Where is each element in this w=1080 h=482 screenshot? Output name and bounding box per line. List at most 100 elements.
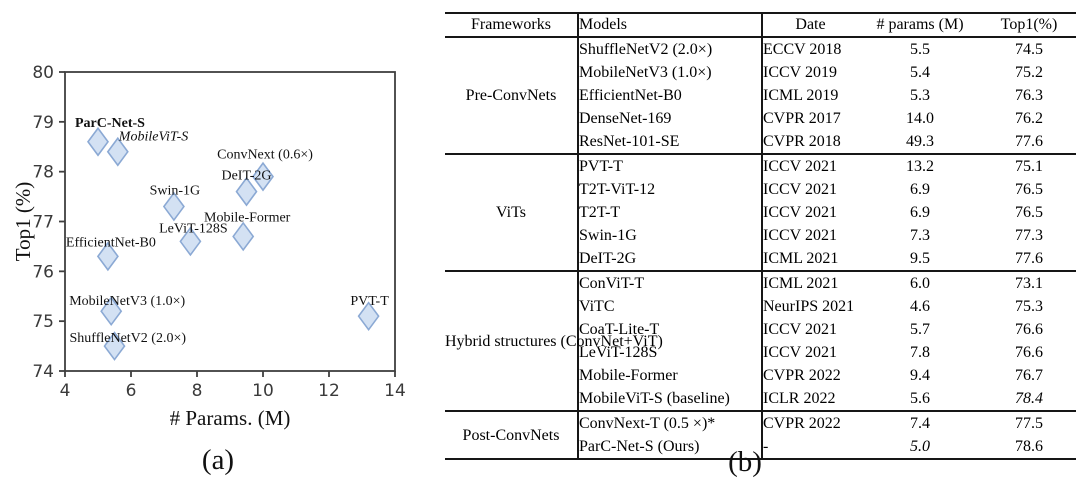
model-cell: ViTC xyxy=(578,295,763,318)
figure-panel-b: Frameworks Models Date # params (M) Top1… xyxy=(445,12,1076,460)
model-cell: EfficientNet-B0 xyxy=(578,84,763,107)
x-axis-tick-label: 12 xyxy=(318,381,340,401)
y-axis-tick-label: 79 xyxy=(32,113,54,133)
params-cell: 5.4 xyxy=(910,64,930,81)
params-cell: 5.5 xyxy=(910,41,930,58)
top1-cell: 74.5 xyxy=(1015,41,1043,58)
header-params: # params (M) xyxy=(876,16,964,33)
date-cell: CVPR 2022 xyxy=(763,367,841,384)
framework-cell: Hybrid structures (ConvNet+ViT) xyxy=(445,271,663,411)
scatter-point-label: ShuffleNetV2 (2.0×) xyxy=(70,331,187,346)
date-cell: CVPR 2022 xyxy=(763,415,841,432)
top1-cell: 77.3 xyxy=(1015,227,1043,244)
date-cell: ICML 2021 xyxy=(763,250,839,267)
table-header: Frameworks Models Date # params (M) Top1… xyxy=(445,13,1076,37)
header-models: Models xyxy=(578,13,763,37)
top1-cell: 75.3 xyxy=(1015,298,1043,315)
date-cell: ICCV 2021 xyxy=(763,227,837,244)
x-axis-tick-label: 10 xyxy=(252,381,274,401)
x-axis-label: # Params. (M) xyxy=(170,406,291,430)
date-cell: ICML 2019 xyxy=(763,87,839,104)
top1-cell: 76.5 xyxy=(1015,204,1043,221)
framework-cell: Post-ConvNets xyxy=(445,411,579,459)
y-axis-tick-label: 74 xyxy=(32,362,54,382)
scatter-point-label: PVT-T xyxy=(350,294,389,309)
params-cell: 6.9 xyxy=(910,204,930,221)
date-cell: CVPR 2017 xyxy=(763,110,841,127)
scatter-point-diamond xyxy=(100,296,123,327)
y-axis-label: Top1 (%) xyxy=(11,182,35,262)
params-cell: 7.4 xyxy=(910,415,930,432)
scatter-point-diamond xyxy=(252,161,274,192)
model-cell: T2T-T xyxy=(578,201,763,224)
scatter-point-label: LeViT-128S xyxy=(159,221,228,236)
model-cell: LeViT-128S xyxy=(578,341,763,364)
params-cell: 9.5 xyxy=(910,250,930,267)
params-cell: 6.9 xyxy=(910,181,930,198)
params-cell: 5.0 xyxy=(910,438,930,455)
params-cell: 49.3 xyxy=(906,133,934,150)
model-cell: ParC-Net-S (Ours) xyxy=(578,435,763,459)
top1-cell: 78.6 xyxy=(1015,438,1043,455)
model-cell: PVT-T xyxy=(578,154,763,178)
top1-cell: 76.2 xyxy=(1015,110,1043,127)
top1-cell: 77.6 xyxy=(1015,133,1043,150)
caption-a: (a) xyxy=(201,444,235,476)
params-cell: 7.3 xyxy=(910,227,930,244)
model-cell: MobileNetV3 (1.0×) xyxy=(578,61,763,84)
header-date: Date xyxy=(795,16,826,33)
scatter-point-diamond xyxy=(235,176,258,207)
params-cell: 6.0 xyxy=(910,275,930,292)
x-axis-tick-label: 6 xyxy=(126,381,137,401)
model-cell: CoaT-Lite-T xyxy=(578,318,763,341)
top1-cell: 75.1 xyxy=(1015,158,1043,175)
top1-cell: 76.7 xyxy=(1015,367,1043,384)
top1-cell: 77.6 xyxy=(1015,250,1043,267)
x-axis-tick-label: 14 xyxy=(384,381,406,401)
date-cell: ICML 2021 xyxy=(763,275,839,292)
params-cell: 9.4 xyxy=(910,367,930,384)
x-axis-tick-label: 8 xyxy=(192,381,203,401)
framework-cell: Pre-ConvNets xyxy=(445,37,579,154)
date-cell: ICCV 2021 xyxy=(763,204,837,221)
scatter-point-label: EfficientNet-B0 xyxy=(66,235,156,250)
scatter-point-diamond xyxy=(87,126,109,157)
y-axis-tick-label: 76 xyxy=(32,262,54,282)
top1-cell: 76.5 xyxy=(1015,181,1043,198)
scatter-point-diamond xyxy=(106,136,129,167)
scatter-point-label: MobileViT-S xyxy=(118,130,188,145)
scatter-point-label: Swin-1G xyxy=(150,184,201,199)
top1-cell: 76.3 xyxy=(1015,87,1043,104)
date-cell: ICCV 2021 xyxy=(763,158,837,175)
y-axis-tick-label: 75 xyxy=(32,312,54,332)
scatter-point-label: ParC-Net-S xyxy=(75,116,145,131)
scatter-point-diamond xyxy=(96,241,119,272)
scatter-point-label: MobileNetV3 (1.0×) xyxy=(69,294,185,309)
model-cell: ConvNext-T (0.5 ×)* xyxy=(578,411,763,435)
params-cell: 5.6 xyxy=(910,390,930,407)
model-cell: Swin-1G xyxy=(578,224,763,247)
params-cell: 14.0 xyxy=(906,110,934,127)
model-cell: ResNet-101-SE xyxy=(578,130,763,154)
top1-cell: 78.4 xyxy=(1015,390,1043,407)
y-axis-tick-label: 80 xyxy=(32,63,54,83)
y-axis-tick-label: 78 xyxy=(32,163,54,183)
date-cell: NeurIPS 2021 xyxy=(763,298,855,315)
model-cell: ConViT-T xyxy=(578,271,763,295)
